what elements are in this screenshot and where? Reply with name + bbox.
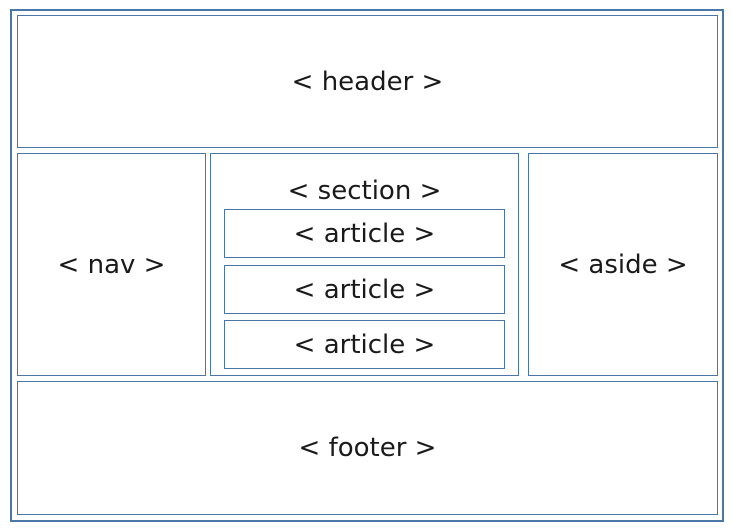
article-box: < article > — [224, 265, 505, 314]
nav-label: < nav > — [57, 249, 166, 280]
layout-frame — [10, 9, 724, 522]
nav-box: < nav > — [17, 153, 206, 376]
aside-label: < aside > — [558, 249, 688, 280]
header-label: < header > — [291, 66, 444, 97]
article-label: < article > — [293, 329, 436, 360]
section-label: < section > — [287, 176, 442, 206]
aside-box: < aside > — [528, 153, 718, 376]
footer-box: < footer > — [17, 381, 718, 515]
article-box: < article > — [224, 320, 505, 369]
article-box: < article > — [224, 209, 505, 258]
footer-label: < footer > — [298, 433, 437, 463]
header-box: < header > — [17, 15, 718, 148]
section-box: < section > < article > < article > < ar… — [210, 153, 519, 376]
article-label: < article > — [293, 218, 436, 249]
article-label: < article > — [293, 274, 436, 305]
